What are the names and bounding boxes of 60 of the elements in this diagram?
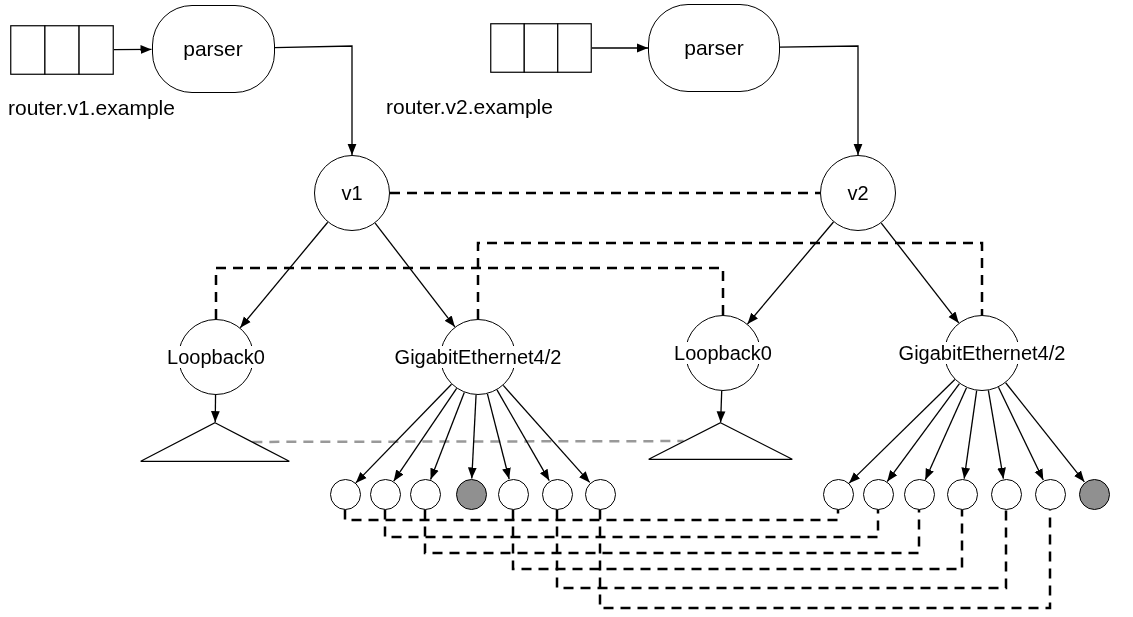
node-label: Loopback0 — [673, 342, 773, 364]
arrow — [716, 390, 726, 423]
dashed-connector — [252, 439, 684, 444]
dashed-connector — [214, 266, 725, 319]
dashed-connector — [390, 191, 820, 195]
triangle-node — [647, 422, 793, 460]
arrow — [880, 222, 960, 324]
dashed-connector — [383, 509, 880, 539]
dashed-connector — [555, 509, 1008, 590]
arrow — [1005, 382, 1085, 483]
circle-node — [862, 478, 894, 510]
arrow — [210, 394, 220, 423]
arrow — [779, 45, 863, 156]
node-label: parser — [683, 36, 745, 60]
circle-node — [1078, 478, 1110, 510]
arrow — [987, 389, 1006, 480]
arrow — [429, 391, 465, 481]
node-label: Loopback0 — [166, 346, 266, 368]
dashed-connector — [511, 509, 964, 571]
arrow — [886, 382, 961, 483]
circle-node — [946, 478, 978, 510]
circle-node — [497, 478, 529, 510]
arrow — [502, 384, 591, 484]
arrow — [113, 45, 153, 54]
circle-node — [1034, 478, 1066, 510]
arrow — [591, 43, 649, 53]
circle-node — [541, 478, 573, 510]
circle-node — [990, 478, 1022, 510]
arrow — [746, 221, 835, 325]
queue-icon — [490, 23, 592, 73]
circle-node — [455, 478, 487, 510]
arrow — [496, 389, 550, 482]
circle-node — [369, 478, 401, 510]
circle-node — [822, 478, 854, 510]
circle-node — [584, 478, 616, 510]
triangle-node — [140, 422, 290, 462]
circle-node — [409, 478, 441, 510]
arrow — [848, 378, 956, 484]
arrow — [273, 45, 357, 156]
host-name: router.v2.example — [386, 96, 553, 118]
arrow — [997, 386, 1044, 481]
dashed-connector — [343, 509, 840, 522]
queue-icon — [10, 25, 114, 75]
dashed-connector — [423, 509, 921, 555]
arrow — [961, 389, 978, 480]
arrow — [239, 221, 329, 329]
dashed-connector — [476, 241, 984, 319]
arrow — [374, 222, 456, 328]
circle-node — [903, 478, 935, 510]
arrow — [355, 383, 453, 484]
node-label: GigabitEthernet4/2 — [897, 342, 1067, 364]
arrow — [393, 387, 458, 482]
node-label: parser — [182, 37, 244, 61]
arrow — [467, 394, 477, 480]
circle-node — [329, 478, 361, 510]
dashed-connector — [598, 509, 1052, 610]
arrow — [486, 393, 511, 480]
arrow — [924, 387, 968, 481]
host-name: router.v1.example — [8, 97, 175, 119]
node-label: GigabitEthernet4/2 — [393, 346, 563, 368]
